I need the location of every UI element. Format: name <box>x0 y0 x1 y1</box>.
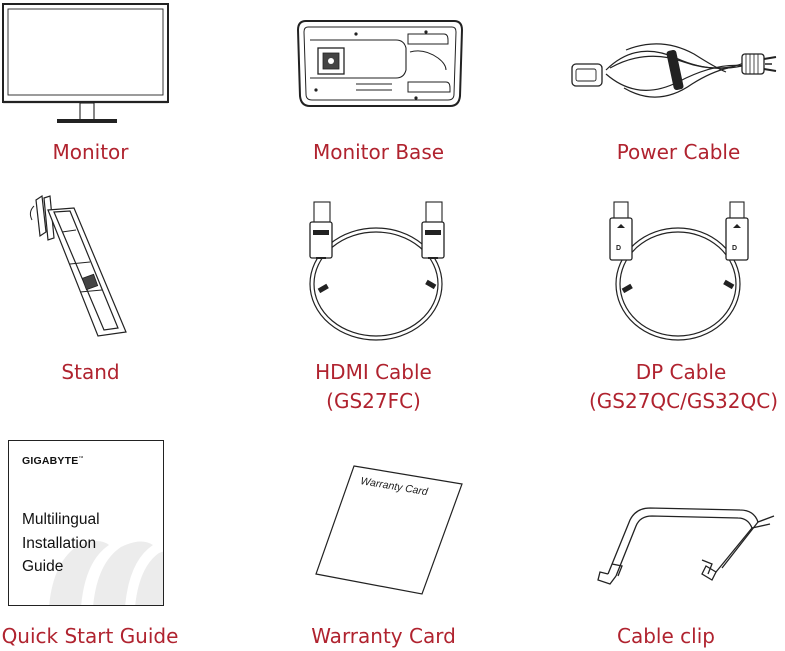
svg-text:D: D <box>616 245 621 252</box>
cable-clip-illustration <box>597 507 775 585</box>
hdmi-cable-model: (GS27FC) <box>326 389 421 413</box>
displayport-logo-icon: D <box>609 201 633 261</box>
warranty-card-caption: Warranty Card <box>311 624 456 648</box>
guide-brand-text: GIGABYTE <box>22 455 79 467</box>
power-cable-illustration <box>571 43 777 98</box>
guide-title-line-2: Installation <box>22 535 97 552</box>
stand-illustration <box>29 194 127 337</box>
power-cable-caption: Power Cable <box>616 140 741 164</box>
dp-cable-model: (GS27QC/GS32QC) <box>588 389 779 413</box>
svg-text:D: D <box>732 245 737 252</box>
quick-start-guide-illustration: GIGABYTE™ Multilingual Installation Guid… <box>8 440 164 606</box>
guide-brand-trademark: ™ <box>78 455 84 462</box>
hdmi-cable-caption: HDMI Cable <box>315 360 432 384</box>
warranty-card-illustration: Warranty Card <box>315 465 463 595</box>
hdmi-logo-icon <box>309 201 333 259</box>
monitor-caption: Monitor <box>52 140 129 164</box>
guide-brand-logo: GIGABYTE™ <box>22 455 84 467</box>
monitor-illustration <box>2 3 169 123</box>
quick-start-guide-caption: Quick Start Guide <box>1 624 179 648</box>
monitor-base-illustration <box>296 20 464 107</box>
guide-title-line-1: Multilingual <box>22 511 100 528</box>
guide-title-line-3: Guide <box>22 558 64 575</box>
monitor-base-caption: Monitor Base <box>312 140 445 164</box>
cable-clip-caption: Cable clip <box>617 624 715 648</box>
hdmi-cable-illustration <box>309 201 445 341</box>
dp-cable-caption: DP Cable <box>635 360 727 384</box>
dp-cable-illustration: D D <box>609 201 749 341</box>
stand-caption: Stand <box>61 360 120 384</box>
